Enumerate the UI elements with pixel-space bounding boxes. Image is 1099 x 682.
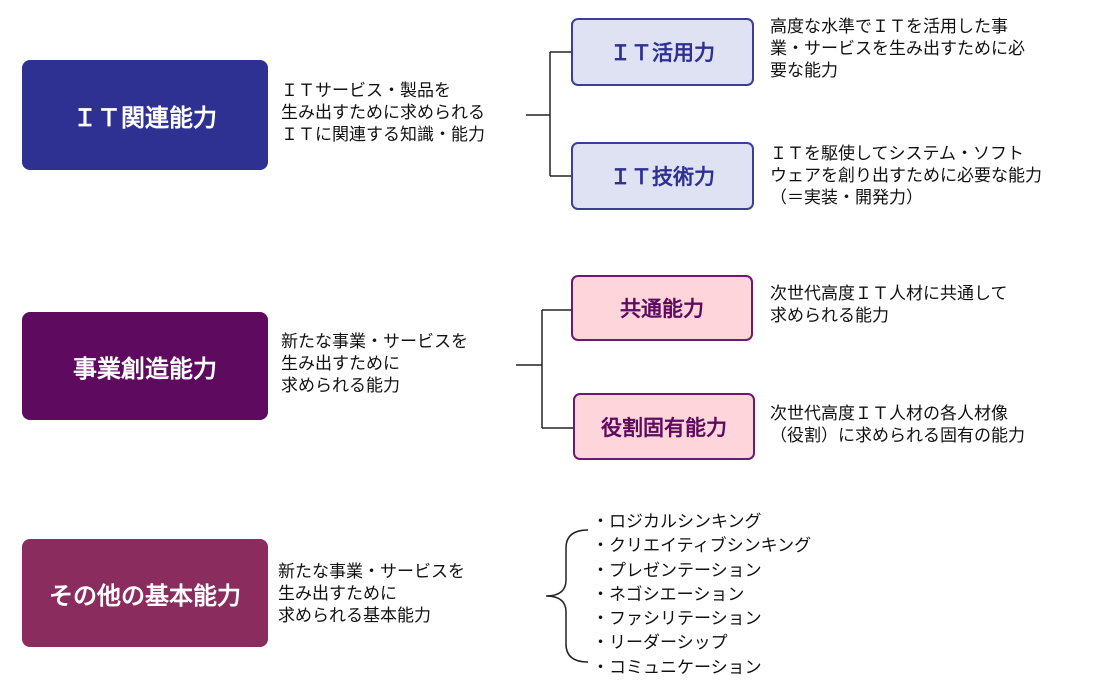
biz-desc-line: 求められる能力: [281, 376, 400, 396]
biz-main-desc: 新たな事業・サービスを 生み出すために 求められる能力: [281, 331, 468, 397]
basic-desc-line: 求められる基本能力: [278, 606, 431, 626]
basic-main-box: その他の基本能力: [22, 539, 268, 647]
it-main-desc: ＩＴサービス・製品を 生み出すために求められる ＩＴに関連する知識・能力: [281, 80, 485, 146]
it-sub1-desc-line: 要な能力: [770, 61, 838, 81]
basic-skill-item: ・リーダーシップ: [592, 633, 728, 654]
biz-sub1-desc-line: 求められる能力: [770, 306, 889, 326]
basic-desc-line: 生み出すために: [278, 584, 397, 604]
basic-skill-item: ・コミュニケーション: [592, 657, 762, 678]
basic-skill-list: ・ロジカルシンキング ・クリエイティブシンキング ・プレゼンテーション ・ネゴシ…: [592, 510, 811, 680]
biz-sub2-desc-line: （役割）に求められる固有の能力: [770, 426, 1025, 446]
it-sub2-desc-line: ウェアを創り出すために必要な能力: [770, 166, 1042, 186]
it-sub2-desc-line: ＩＴを駆使してシステム・ソフト: [770, 144, 1024, 164]
biz-main-title: 事業創造能力: [73, 354, 217, 383]
it-sub2-desc: ＩＴを駆使してシステム・ソフト ウェアを創り出すために必要な能力 （＝実装・開発…: [770, 143, 1042, 209]
basic-main-desc: 新たな事業・サービスを 生み出すために 求められる基本能力: [278, 561, 465, 627]
it-desc-line: 生み出すために求められる: [281, 103, 485, 123]
basic-skill-item: ・クリエイティブシンキング: [592, 536, 812, 557]
biz-desc-line: 生み出すために: [281, 354, 400, 374]
it-sub1-desc-line: 業・サービスを生み出すために必: [770, 39, 1025, 59]
it-sub1-desc-line: 高度な水準でＩＴを活用した事: [770, 17, 1008, 37]
biz-main-box: 事業創造能力: [22, 312, 268, 420]
biz-sub1-box: 共通能力: [571, 275, 753, 341]
biz-desc-line: 新たな事業・サービスを: [281, 332, 468, 352]
basic-brace: [545, 529, 589, 663]
biz-sub1-desc: 次世代高度ＩＴ人材に共通して 求められる能力: [770, 283, 1008, 327]
it-sub2-desc-line: （＝実装・開発力）: [770, 188, 923, 208]
basic-desc-line: 新たな事業・サービスを: [278, 562, 465, 582]
basic-skill-item: ・ロジカルシンキング: [592, 512, 762, 532]
biz-sub2-box: 役割固有能力: [573, 393, 755, 460]
it-main-box: ＩＴ関連能力: [22, 60, 268, 170]
it-sub2-box: ＩＴ技術力: [571, 142, 754, 210]
it-sub1-desc: 高度な水準でＩＴを活用した事 業・サービスを生み出すために必 要な能力: [770, 16, 1025, 82]
biz-sub1-label: 共通能力: [620, 297, 704, 321]
it-sub2-label: ＩＴ技術力: [610, 165, 715, 189]
biz-sub2-label: 役割固有能力: [601, 415, 727, 440]
biz-sub2-desc: 次世代高度ＩＴ人材の各人材像 （役割）に求められる固有の能力: [770, 403, 1025, 447]
biz-sub2-desc-line: 次世代高度ＩＴ人材の各人材像: [770, 404, 1008, 424]
biz-sub1-desc-line: 次世代高度ＩＴ人材に共通して: [770, 284, 1008, 304]
basic-main-title: その他の基本能力: [49, 581, 241, 610]
it-main-title: ＩＴ関連能力: [73, 103, 217, 132]
it-desc-line: ＩＴサービス・製品を: [281, 81, 451, 101]
basic-skill-item: ・プレゼンテーション: [592, 560, 762, 581]
basic-skill-item: ・ファシリテーション: [592, 609, 762, 630]
it-sub1-box: ＩＴ活用力: [571, 18, 754, 86]
it-sub1-label: ＩＴ活用力: [610, 41, 715, 65]
it-desc-line: ＩＴに関連する知識・能力: [281, 125, 485, 145]
basic-skill-item: ・ネゴシエーション: [592, 584, 745, 605]
